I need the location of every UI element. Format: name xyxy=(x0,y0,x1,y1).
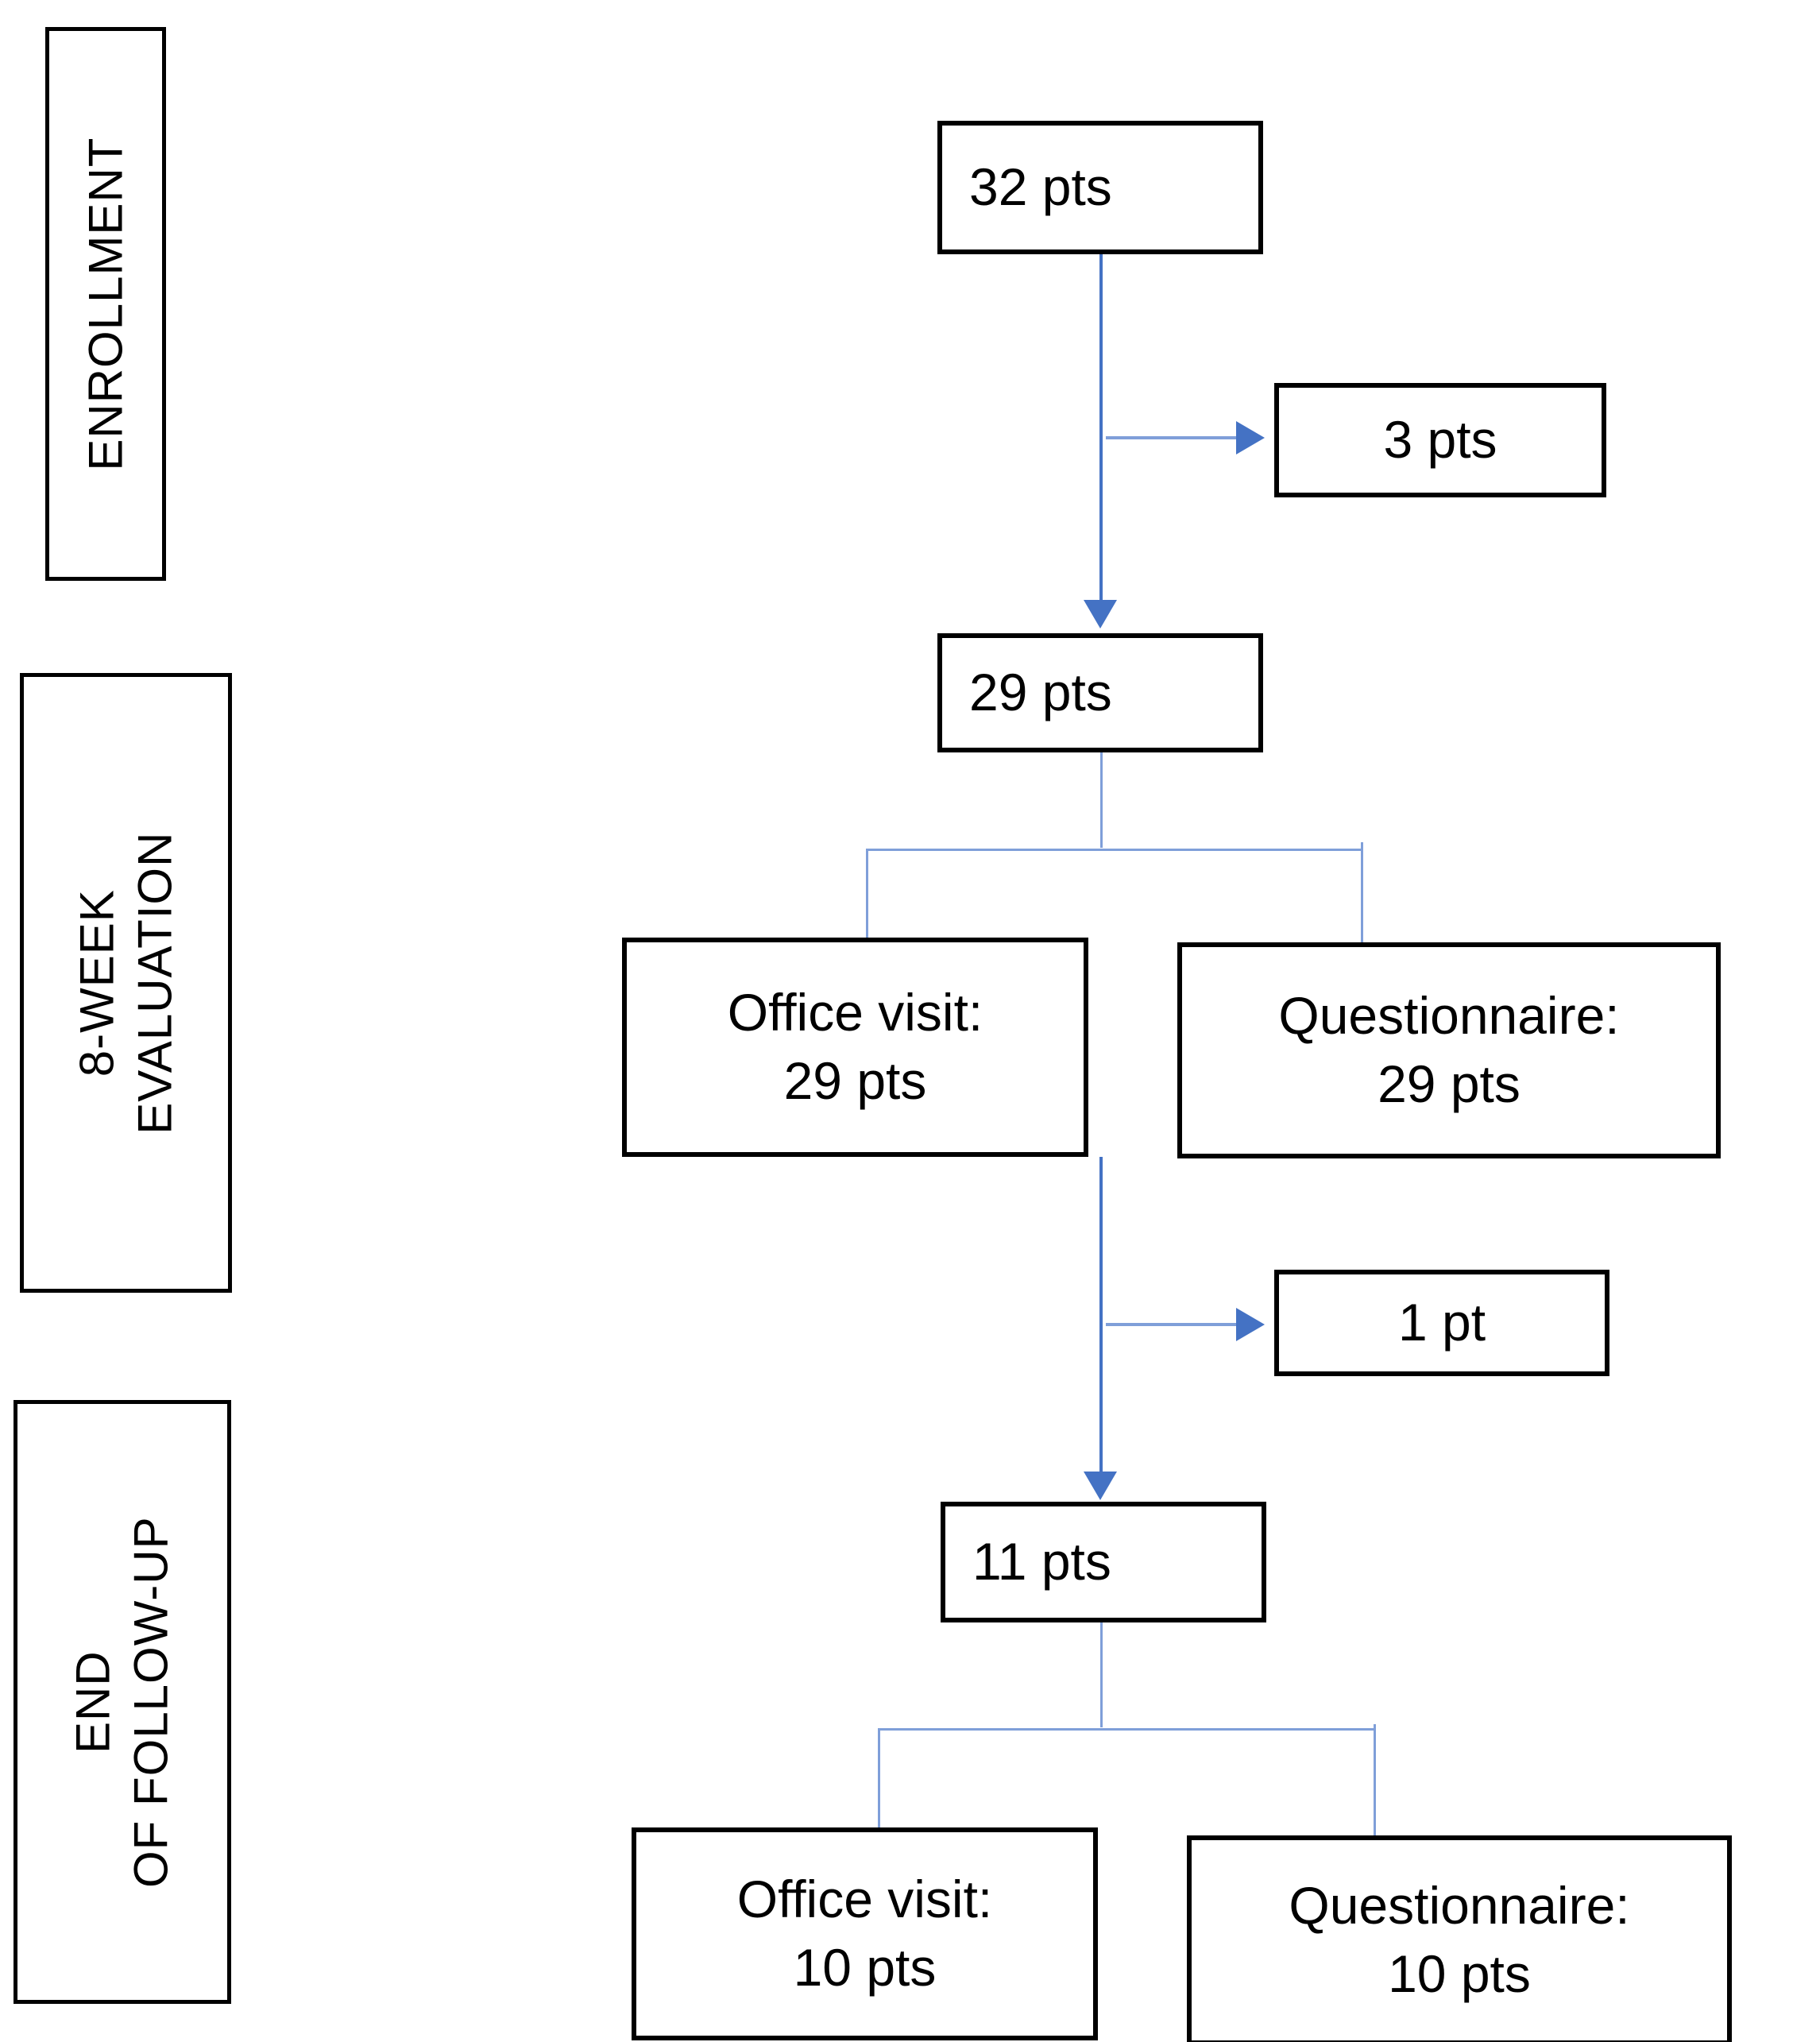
connector-evaluated-to-completed xyxy=(1099,1157,1103,1491)
connector-completed-to-questionnaire xyxy=(1374,1724,1376,1837)
node-office-visit-followup-line-1: Office visit: xyxy=(736,1870,993,1929)
node-dropout-followup-line-1: 1 pt xyxy=(1397,1293,1486,1352)
node-dropout-enrollment: 3 pts xyxy=(1274,383,1606,497)
connector-evaluated-stem xyxy=(1100,752,1103,848)
node-questionnaire-8week-line-2: 29 pts xyxy=(1378,1054,1521,1113)
arrowhead-enrolled-to-evaluated xyxy=(1084,600,1117,628)
node-office-visit-followup-line-2: 10 pts xyxy=(793,1938,937,1997)
phase-box-end-of-follow-up: END OF FOLLOW-UP xyxy=(14,1400,231,2004)
phase-box-eight-week-evaluation: 8-WEEK EVALUATION xyxy=(20,673,232,1293)
phase-label-end-of-follow-up: END OF FOLLOW-UP xyxy=(64,1516,180,1888)
node-dropout-enrollment-line-1: 3 pts xyxy=(1383,410,1497,470)
arrowhead-evaluated-to-completed xyxy=(1084,1472,1117,1500)
arrowhead-enrolled-to-dropout xyxy=(1236,421,1265,454)
phase-box-enrollment: ENROLLMENT xyxy=(45,27,166,581)
connector-evaluated-to-questionnaire xyxy=(1361,842,1363,946)
phase-evaluation-line-1: 8-WEEK xyxy=(70,888,124,1077)
node-questionnaire-followup-line-2: 10 pts xyxy=(1388,1944,1531,2003)
node-completed-followup-line-1: 11 pts xyxy=(972,1532,1111,1591)
node-evaluated-8week: 29 pts xyxy=(937,633,1263,752)
phase-evaluation-line-2: EVALUATION xyxy=(128,831,182,1135)
phase-label-enrollment: ENROLLMENT xyxy=(76,137,134,470)
node-office-visit-8week-line-1: Office visit: xyxy=(727,983,983,1042)
node-dropout-followup: 1 pt xyxy=(1274,1270,1609,1376)
node-office-visit-followup: Office visit: 10 pts xyxy=(632,1827,1098,2040)
connector-evaluated-to-office-visit xyxy=(866,849,868,953)
node-evaluated-8week-line-1: 29 pts xyxy=(969,663,1112,722)
node-questionnaire-followup-line-1: Questionnaire: xyxy=(1289,1876,1630,1936)
phase-followup-line-1: END xyxy=(66,1650,120,1754)
connector-completed-stem xyxy=(1100,1622,1103,1727)
phase-followup-line-2: OF FOLLOW-UP xyxy=(125,1516,179,1888)
node-completed-followup: 11 pts xyxy=(941,1502,1266,1622)
connector-enrolled-to-dropout xyxy=(1106,436,1241,439)
node-questionnaire-8week: Questionnaire: 29 pts xyxy=(1177,942,1721,1158)
connector-completed-to-office-visit xyxy=(878,1728,880,1839)
phase-label-eight-week-evaluation: 8-WEEK EVALUATION xyxy=(68,831,184,1134)
node-enrolled: 32 pts xyxy=(937,121,1263,254)
node-questionnaire-8week-line-1: Questionnaire: xyxy=(1278,986,1620,1046)
node-office-visit-8week-line-2: 29 pts xyxy=(783,1051,927,1110)
connector-completed-bar xyxy=(878,1728,1376,1731)
arrowhead-evaluated-to-dropout-followup xyxy=(1236,1308,1265,1341)
node-office-visit-8week: Office visit: 29 pts xyxy=(622,938,1088,1157)
connector-evaluated-bar xyxy=(866,849,1363,851)
connector-enrolled-to-evaluated xyxy=(1099,254,1103,604)
connector-evaluated-to-dropout-followup xyxy=(1106,1323,1241,1326)
phase-enrollment-line-1: ENROLLMENT xyxy=(79,137,133,471)
node-questionnaire-followup: Questionnaire: 10 pts xyxy=(1187,1835,1732,2042)
node-enrolled-line-1: 32 pts xyxy=(969,157,1112,217)
